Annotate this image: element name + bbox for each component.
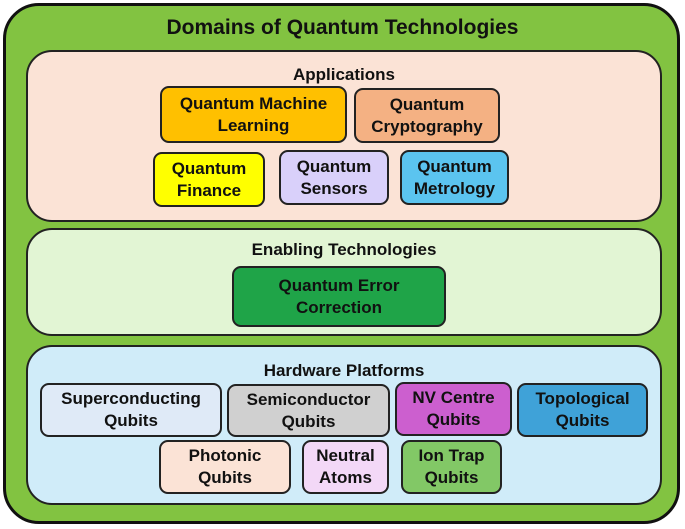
hardware-platforms-title: Hardware Platforms <box>263 361 425 380</box>
neutral-atoms-box: Neutral Atoms <box>302 440 389 494</box>
photonic-qubits-box: Photonic Qubits <box>159 440 291 494</box>
topological-qubits-box: Topological Qubits <box>517 383 648 437</box>
quantum-cryptography-box: Quantum Cryptography <box>354 88 500 143</box>
quantum-metrology-box: Quantum Metrology <box>400 150 509 205</box>
quantum-sensors-box: Quantum Sensors <box>279 150 389 205</box>
quantum-error-correction-box: Quantum Error Correction <box>232 266 446 327</box>
diagram-title: Domains of Quantum Technologies <box>166 16 519 39</box>
enabling-technologies-title: Enabling Technologies <box>251 240 437 259</box>
nv-centre-qubits-box: NV Centre Qubits <box>395 382 512 436</box>
semiconductor-qubits-box: Semiconductor Qubits <box>227 384 390 437</box>
applications-title: Applications <box>292 65 395 84</box>
quantum-finance-box: Quantum Finance <box>153 152 265 207</box>
ion-trap-qubits-box: Ion Trap Qubits <box>401 440 502 494</box>
superconducting-qubits-box: Superconducting Qubits <box>40 383 222 437</box>
quantum-machine-learning-box: Quantum Machine Learning <box>160 86 347 143</box>
